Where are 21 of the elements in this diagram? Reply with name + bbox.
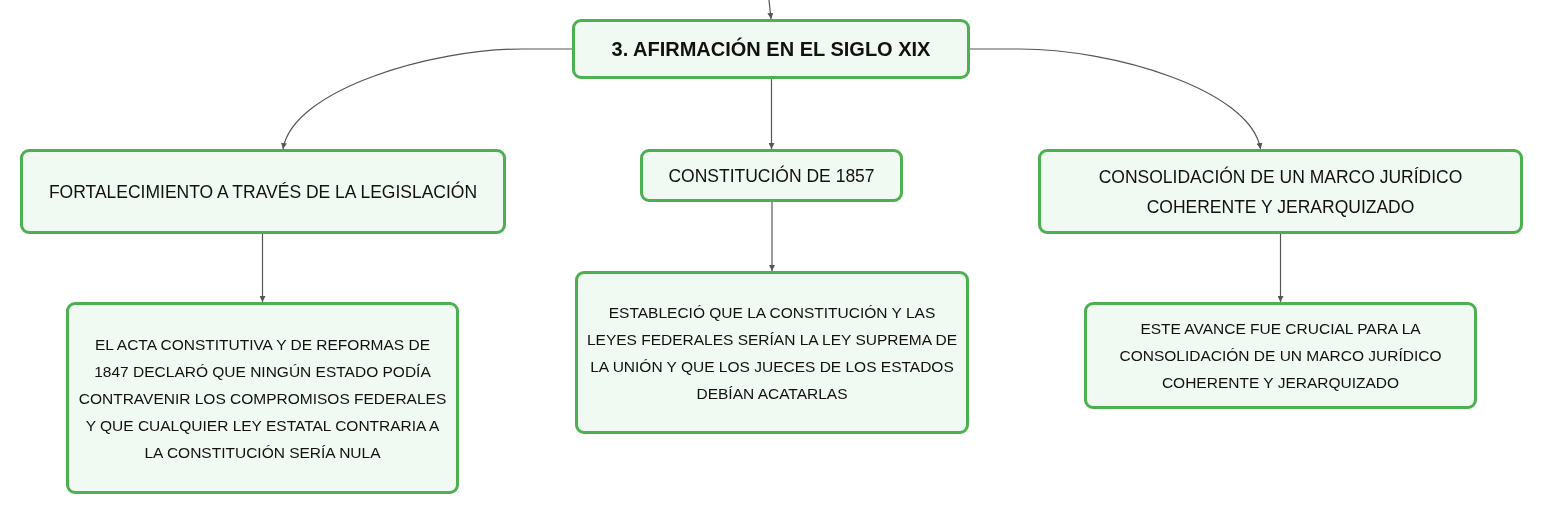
node-text: CONSOLIDACIÓN DE UN MARCO JURÍDICO COHERENTE Y JERARQUIZADO: [1097, 165, 1464, 219]
concept-box: [575, 271, 969, 434]
connector-arrow: [259, 233, 266, 303]
node-text: FORTALECIMIENTO A TRAVÉS DE LA LEGISLACIÓN: [48, 180, 478, 204]
node-text: ESTABLECIÓ QUE LA CONSTITUCIÓN Y LAS LEYES FEDERALES SERÍAN LA LEY SUPREMA DE LA UNIÓN Y QUE LOS JUECES DE LOS ESTADOS DEBÍAN ACATARLAS: [586, 302, 958, 404]
concept-box: [640, 149, 903, 202]
connector-arrow: [282, 48, 573, 150]
concept-box: [1084, 302, 1477, 409]
node-text: 3. AFIRMACIÓN EN EL SIGLO XIX: [611, 36, 931, 62]
connector-arrow: [769, 201, 775, 272]
topic-box: [572, 19, 970, 79]
node-text: EL ACTA CONSTITUTIVA Y DE REFORMAS DE 1847 DECLARÓ QUE NINGÚN ESTADO PODÍA CONTRAVENIR LOS COMPROMISOS FEDERALES Y QUE CUALQUIER LEY ESTATAL CONTRARIA A LA CONSTITUCIÓN SERÍA NULA: [77, 334, 448, 463]
concept-box: [1038, 149, 1523, 234]
node-text: ESTE AVANCE FUE CRUCIAL PARA LA CONSOLIDACIÓN DE UN MARCO JURÍDICO COHERENTE Y JERARQUIZADO: [1118, 319, 1443, 393]
concept-box: [66, 302, 459, 494]
connector-arrow: [767, 0, 774, 20]
connector-arrow: [768, 78, 775, 150]
connector-arrow: [969, 48, 1262, 150]
node-text: CONSTITUCIÓN DE 1857: [668, 164, 875, 188]
concept-box: [20, 149, 506, 234]
connector-arrow: [1277, 233, 1284, 303]
